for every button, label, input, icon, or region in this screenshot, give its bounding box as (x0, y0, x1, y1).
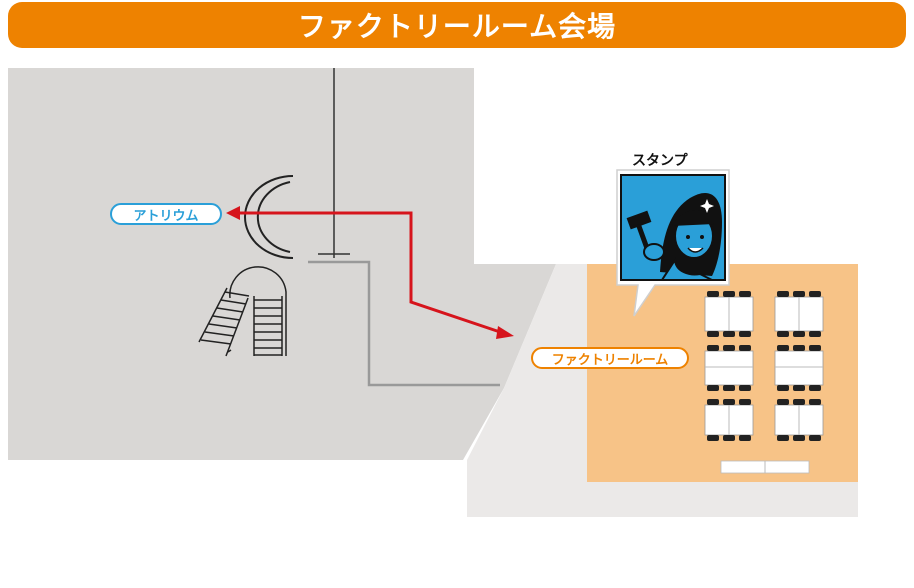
atrium-curve-inner (256, 181, 291, 253)
route-line (236, 211, 501, 334)
atrium-label: アトリウム (110, 203, 222, 225)
stamp-character-icon (660, 192, 722, 281)
atrium-curve (244, 175, 294, 259)
staircase-icon (198, 266, 287, 357)
hammer-icon (626, 210, 665, 261)
atrium-area (8, 68, 556, 460)
stamp-label: スタンプ (632, 153, 688, 169)
stamp-callout (616, 169, 730, 317)
factory-room-label: ファクトリールーム (531, 347, 689, 369)
route-arrowhead-room (496, 326, 514, 339)
page-header: ファクトリールーム会場 (8, 2, 906, 48)
seating-layout (704, 291, 824, 474)
wall-grey-outline (308, 260, 500, 387)
page-title: ファクトリールーム会場 (297, 10, 617, 43)
route-arrowhead-atrium (226, 206, 240, 220)
